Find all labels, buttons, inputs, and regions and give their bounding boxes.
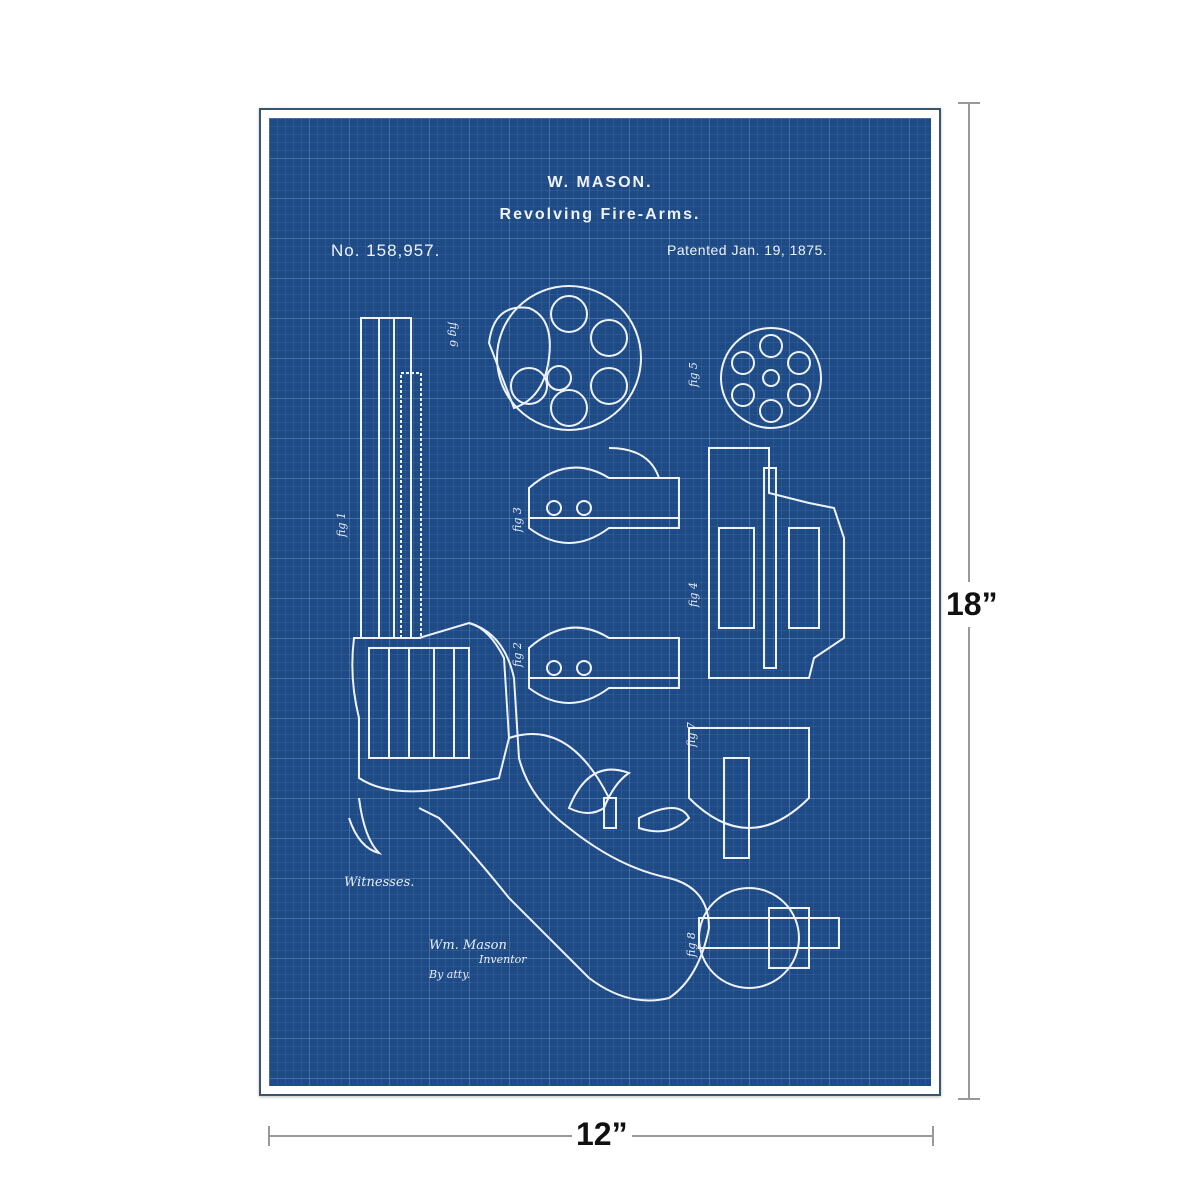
fig7-section — [688, 727, 810, 859]
patent-date: Patented Jan. 19, 1875. — [667, 242, 828, 258]
fig4-section — [708, 447, 845, 679]
width-marker-right — [932, 1126, 934, 1146]
fig3-fig2-sections — [528, 447, 680, 704]
fig2a-part — [603, 797, 691, 833]
height-marker-bottom — [958, 1098, 980, 1100]
inventor-signature: Wm. Mason — [429, 938, 507, 953]
fig5-cylinder — [720, 327, 822, 429]
fig-label: fig 2 — [510, 642, 524, 667]
fig8-section — [698, 887, 840, 989]
fig-label: fig 8 — [684, 932, 698, 957]
patent-title: Revolving Fire-Arms. — [499, 206, 701, 223]
fig1-revolver — [348, 317, 711, 1002]
width-label: 12” — [572, 1116, 632, 1153]
fig-label: fig 3 — [510, 507, 524, 532]
fig-label: fig 4 — [686, 582, 700, 607]
fig-label: fig 7 — [684, 722, 698, 747]
inventor-label: Inventor — [479, 953, 527, 966]
witnesses-label: Witnesses. — [344, 875, 415, 890]
revolver-drawing — [348, 285, 845, 1002]
height-label: 18” — [946, 582, 998, 627]
blueprint-area: W. MASON. Revolving Fire-Arms. No. 158,9… — [269, 118, 931, 1086]
fig-label: fig 5 — [686, 362, 700, 387]
patent-number: No. 158,957. — [331, 241, 441, 260]
fig6-cylinder — [487, 285, 642, 431]
poster: W. MASON. Revolving Fire-Arms. No. 158,9… — [259, 108, 941, 1096]
fig-label: fig 1 — [334, 512, 348, 537]
fig-label: fig 6 — [446, 322, 460, 347]
attorney-label: By atty. — [429, 968, 471, 981]
inventor-heading: W. MASON. — [547, 174, 653, 191]
